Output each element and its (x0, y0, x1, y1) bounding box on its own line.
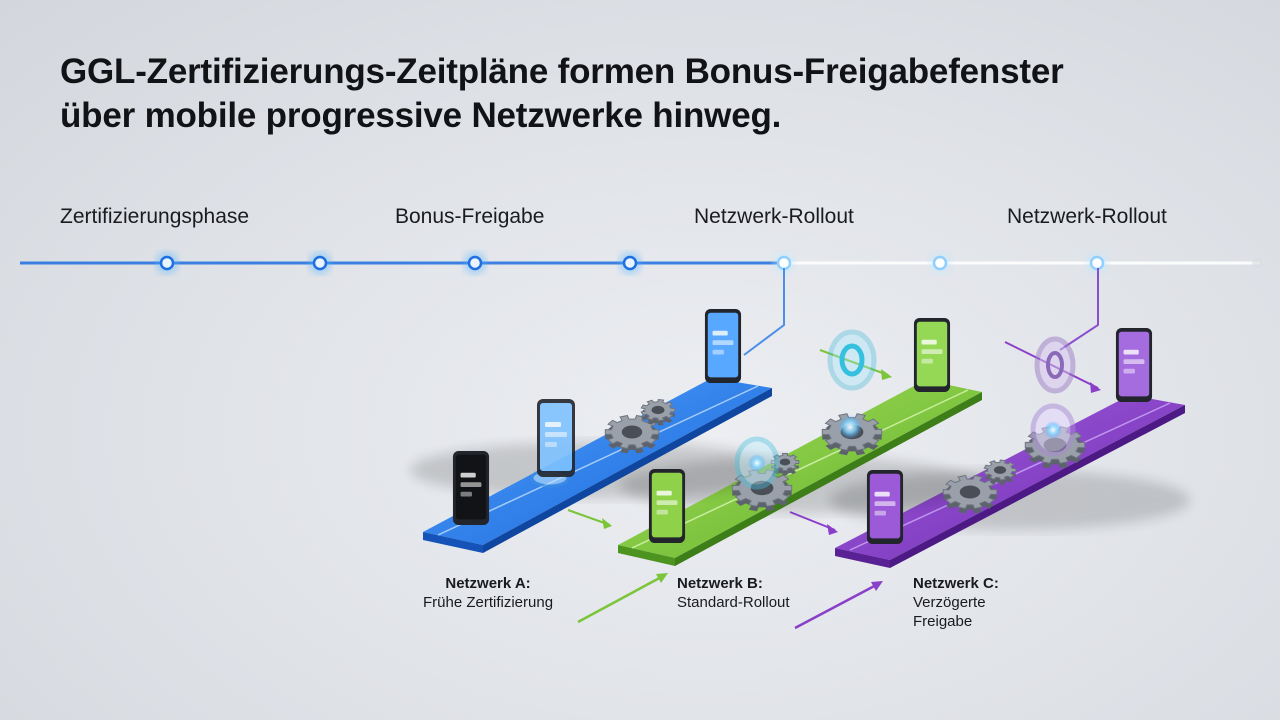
network-c-description-line-1: Verzögerte (913, 593, 999, 612)
phase-label-certification: Zertifizierungsphase (60, 205, 249, 229)
smartphone-icon (537, 399, 575, 477)
timeline-node (778, 257, 790, 269)
network-b-description: Standard-Rollout (677, 593, 790, 612)
ring-icon (737, 439, 777, 487)
phase-label-network-rollout-2: Netzwerk-Rollout (1007, 205, 1167, 229)
smartphone-icon (453, 451, 489, 525)
phase-label-network-rollout: Netzwerk-Rollout (694, 205, 854, 229)
timeline-node (624, 257, 636, 269)
network-b-label: Netzwerk B: Standard-Rollout (677, 574, 790, 612)
smartphone-icon (1116, 328, 1152, 402)
ring-icon (830, 332, 874, 388)
network-c-label: Netzwerk C: Verzögerte Freigabe (913, 574, 999, 631)
smartphone-icon (649, 469, 685, 543)
connector-a (744, 268, 784, 355)
network-a-description: Frühe Zertifizierung (423, 593, 553, 612)
ring-icon (1037, 339, 1073, 391)
network-c-name: Netzwerk C: (913, 574, 999, 593)
arrow-icon (795, 583, 880, 628)
smartphone-icon (705, 309, 741, 383)
connector-c (1060, 268, 1098, 350)
network-b-name: Netzwerk B: (677, 574, 790, 593)
smartphone-icon (914, 318, 950, 392)
network-a-label: Netzwerk A: Frühe Zertifizierung (423, 574, 553, 612)
phase-label-bonus-release: Bonus-Freigabe (395, 205, 544, 229)
timeline-node (469, 257, 481, 269)
network-c-description-line-2: Freigabe (913, 612, 999, 631)
timeline-node (1091, 257, 1103, 269)
arrow-icon (578, 575, 665, 622)
gear-icon (943, 476, 996, 514)
title-line-2: über mobile progressive Netzwerke hinweg… (60, 94, 1220, 138)
ring-icon (1033, 406, 1073, 454)
smartphone-icon (867, 470, 903, 544)
timeline-node (934, 257, 946, 269)
timeline-node (314, 257, 326, 269)
title-line-1: GGL-Zertifizierungs-Zeitpläne formen Bon… (60, 50, 1220, 94)
timeline-end-node (1252, 258, 1262, 268)
network-a-name: Netzwerk A: (423, 574, 553, 593)
timeline-node (161, 257, 173, 269)
page-title: GGL-Zertifizierungs-Zeitpläne formen Bon… (60, 50, 1220, 138)
